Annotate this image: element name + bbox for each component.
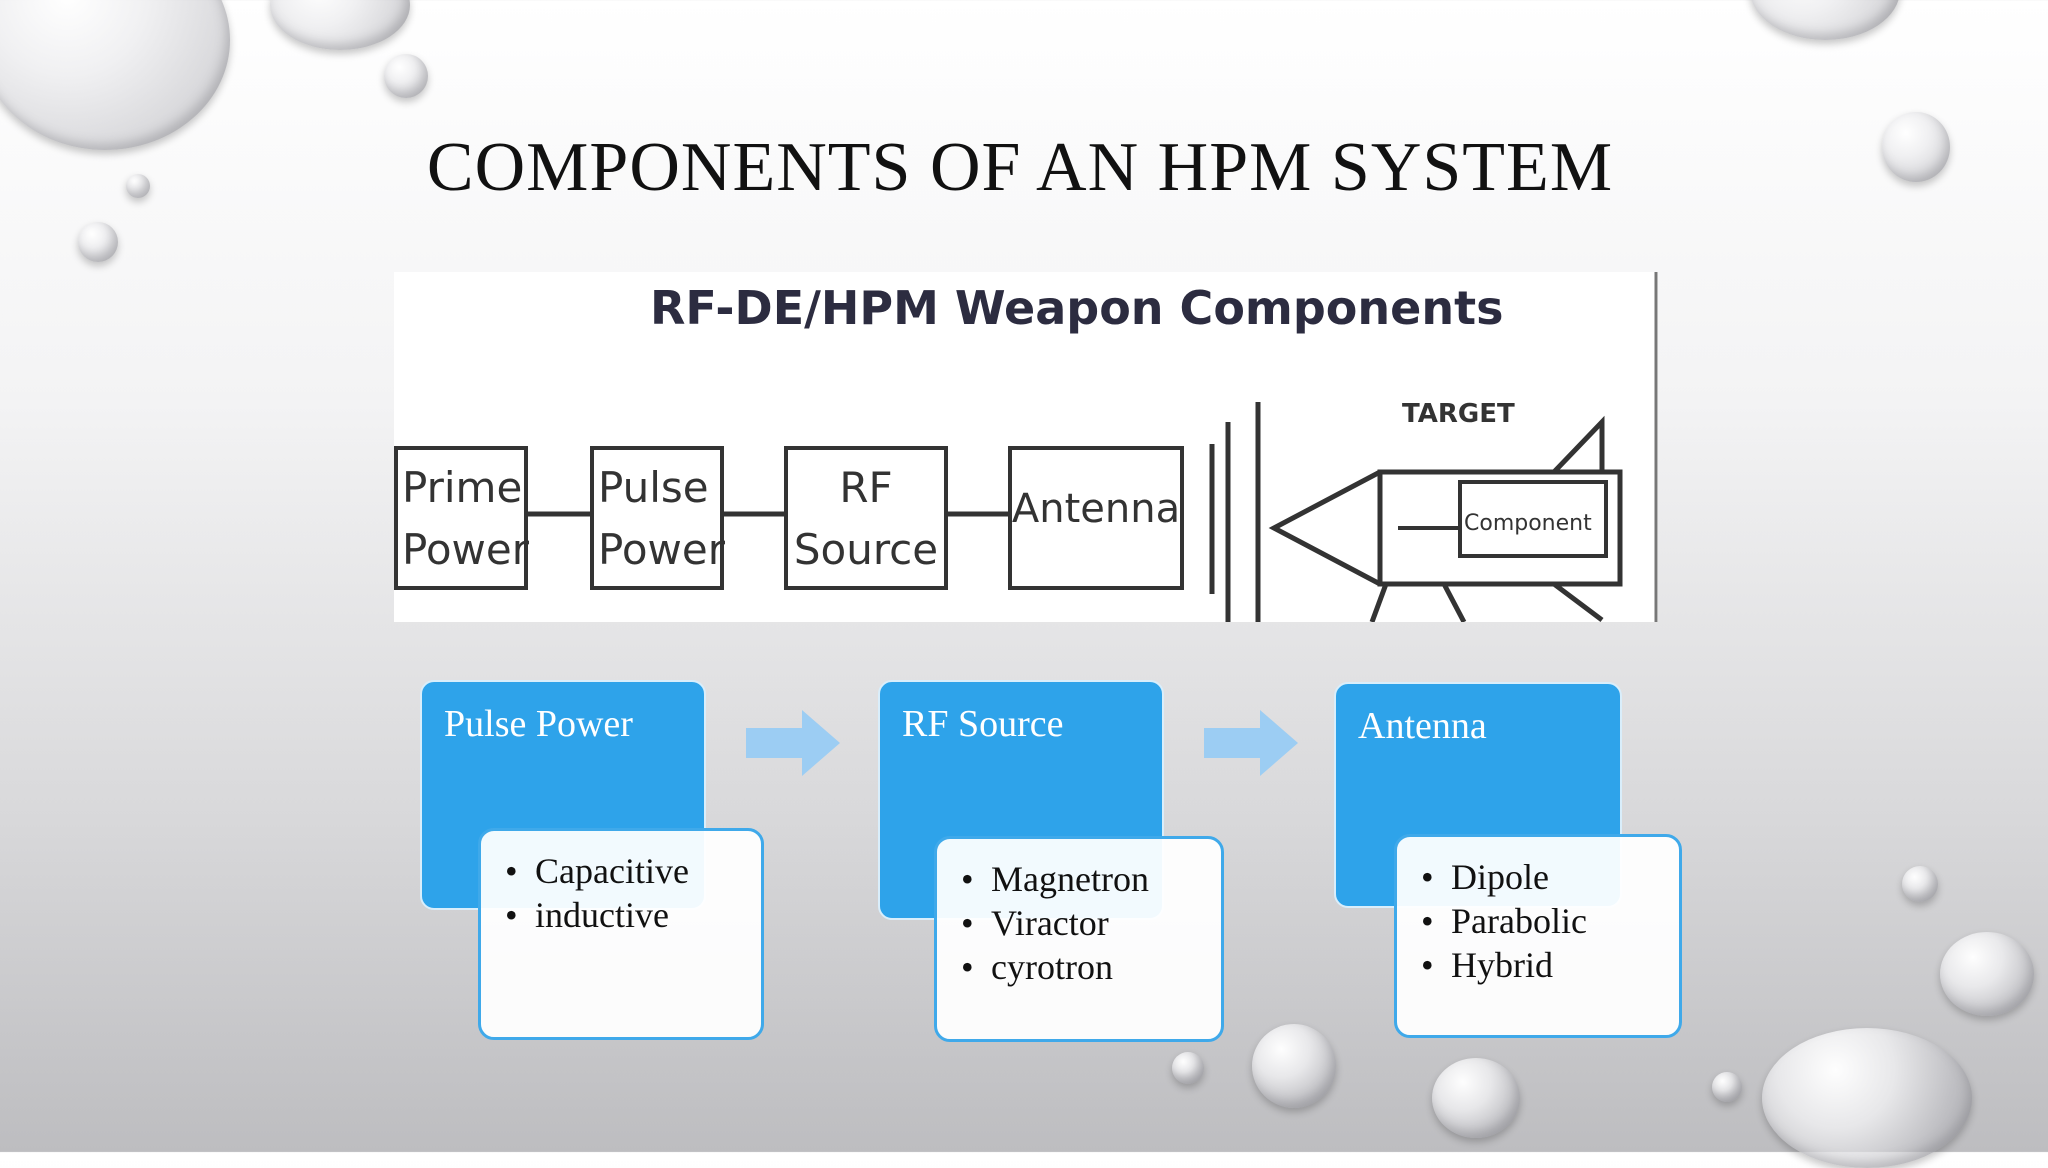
target-missile-body (1377, 469, 1623, 587)
card-title: Pulse Power (444, 703, 633, 745)
bullet-item: Viractor (961, 901, 1149, 945)
bullet-item: Magnetron (961, 857, 1149, 901)
block-rf-source-line2: Source (794, 525, 938, 574)
target-missile-fin (1552, 582, 1604, 622)
slide-title: COMPONENTS OF AN HPM SYSTEM (426, 129, 1614, 206)
water-droplet-decoration (384, 54, 428, 98)
component-label: Component (1464, 511, 1592, 536)
target-missile-fin (1552, 415, 1605, 474)
bullet-list: Capacitive inductive (505, 849, 689, 937)
bullet-item: Parabolic (1421, 899, 1587, 943)
component-box (1458, 480, 1608, 558)
bullet-item: Dipole (1421, 855, 1587, 899)
bullet-item: cyrotron (961, 945, 1149, 989)
block-antenna-line1: Antenna (1012, 486, 1180, 532)
bullet-box-antenna: Dipole Parabolic Hybrid (1394, 834, 1682, 1038)
bullet-box-rf-source: Magnetron Viractor cyrotron (934, 836, 1224, 1042)
water-droplet-decoration (1750, 0, 1900, 40)
diagram-svg: RF-DE/HPM Weapon Components Prime Power … (394, 272, 1658, 622)
block-prime-power (394, 446, 528, 590)
water-droplet-decoration (1882, 112, 1950, 182)
bullet-item: inductive (505, 893, 689, 937)
water-droplet-decoration (126, 174, 150, 198)
water-droplet-decoration (1902, 866, 1938, 902)
block-pulse-power-line2: Power (598, 525, 726, 574)
water-droplet-decoration (270, 0, 410, 50)
water-droplet-decoration (1712, 1072, 1742, 1102)
right-arrow-icon (746, 710, 840, 776)
right-arrow-icon (1204, 710, 1298, 776)
block-prime-power-line2: Power (402, 525, 530, 574)
bullet-item: Hybrid (1421, 943, 1587, 987)
block-antenna (1008, 446, 1184, 590)
block-rf-source-line1: RF (839, 463, 892, 512)
water-droplet-decoration (1762, 1028, 1972, 1168)
bullet-list: Dipole Parabolic Hybrid (1421, 855, 1587, 987)
bullet-item: Capacitive (505, 849, 689, 893)
water-droplet-decoration (1172, 1052, 1204, 1084)
water-droplet-decoration (1252, 1024, 1336, 1108)
target-missile-fin (1441, 582, 1467, 622)
bullet-box-pulse-power: Capacitive inductive (478, 828, 764, 1040)
block-pulse-power-line1: Pulse (598, 463, 709, 512)
block-prime-power-line1: Prime (402, 463, 522, 512)
block-rf-source (784, 446, 948, 590)
water-droplet-decoration (0, 0, 230, 150)
water-droplet-decoration (78, 222, 118, 262)
water-droplet-decoration (1940, 932, 2034, 1016)
block-pulse-power (590, 446, 724, 590)
card-title: RF Source (902, 703, 1064, 745)
bullet-list: Magnetron Viractor cyrotron (961, 857, 1149, 989)
target-missile-nose (1268, 469, 1382, 587)
target-missile-fin (1369, 583, 1389, 622)
card-title: Antenna (1358, 705, 1487, 747)
target-label: TARGET (1402, 399, 1515, 429)
diagram-title: RF-DE/HPM Weapon Components (650, 281, 1503, 335)
water-droplet-decoration (1432, 1058, 1520, 1138)
weapon-components-diagram: RF-DE/HPM Weapon Components Prime Power … (394, 272, 1658, 622)
